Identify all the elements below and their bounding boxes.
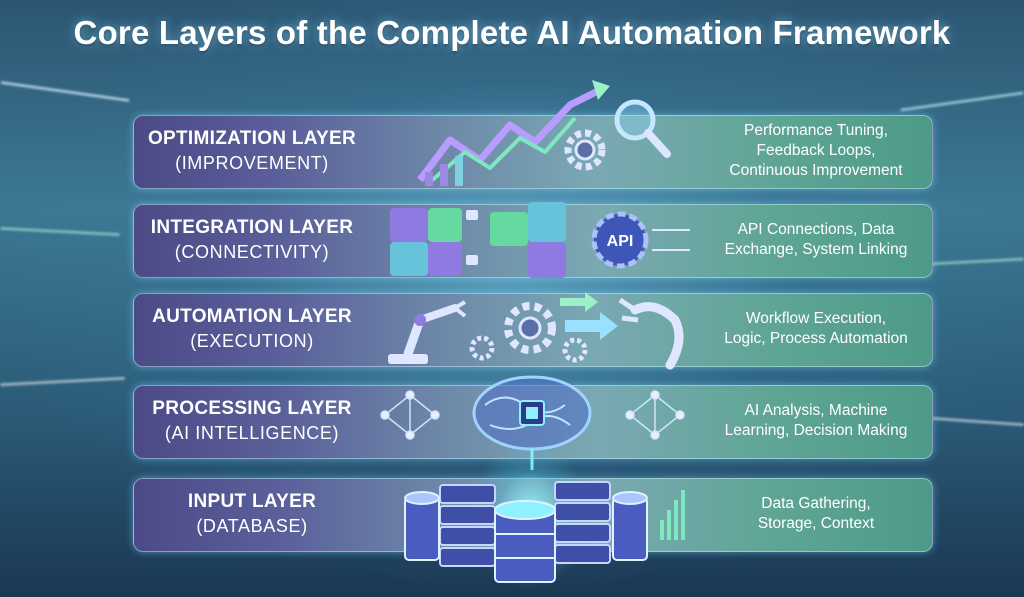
layer-subtitle: (EXECUTION) (190, 331, 314, 351)
desc-line: Feedback Loops, (756, 142, 876, 159)
desc-line: AI Analysis, Machine (744, 402, 888, 419)
lock-icon (466, 210, 478, 265)
integration-illustration: API (390, 202, 690, 278)
layer-label-input: INPUT LAYER (DATABASE) (133, 478, 371, 550)
magnifier-icon (614, 99, 671, 158)
desc-line: API Connections, Data (737, 221, 895, 238)
layer-subtitle: (CONNECTIVITY) (174, 242, 330, 262)
api-gear-icon: API (591, 211, 649, 269)
layer-name: AUTOMATION LAYER (152, 306, 352, 327)
layer-description: Workflow Execution, Logic, Process Autom… (696, 293, 936, 365)
layer-name: INTEGRATION LAYER (150, 217, 354, 238)
layer-label-automation: AUTOMATION LAYER (EXECUTION) (133, 293, 371, 365)
automation-illustration (388, 292, 684, 370)
desc-line: Storage, Context (757, 515, 875, 532)
layer-panel-optimization (133, 115, 933, 189)
robot-arm-icon (388, 300, 467, 364)
layer-subtitle: (DATABASE) (196, 516, 308, 536)
bar-graph-icon (660, 490, 685, 540)
layer-name: INPUT LAYER (187, 491, 317, 512)
input-illustration (404, 481, 685, 583)
page-title: Core Layers of the Complete AI Automatio… (73, 14, 951, 51)
server-stack-icon (439, 481, 611, 567)
desc-line: Logic, Process Automation (724, 330, 908, 347)
layer-label-integration: INTEGRATION LAYER (CONNECTIVITY) (133, 204, 371, 276)
arrow-right-icon (560, 292, 618, 340)
neural-network-icon (380, 390, 685, 440)
desc-line: Data Gathering, (761, 495, 871, 512)
gear-icon (504, 302, 556, 354)
desc-line: Continuous Improvement (729, 162, 903, 179)
puzzle-icon (390, 202, 566, 278)
layer-description: AI Analysis, Machine Learning, Decision … (696, 385, 936, 457)
layer-subtitle: (AI INTELLIGENCE) (164, 423, 340, 443)
layer-label-optimization: OPTIMIZATION LAYER (IMPROVEMENT) (133, 115, 371, 187)
layer-subtitle: (IMPROVEMENT) (175, 153, 329, 173)
desc-line: Workflow Execution, (745, 310, 887, 327)
processing-illustration (380, 375, 685, 470)
layer-description: Data Gathering, Storage, Context (696, 478, 936, 550)
brain-chip-icon (472, 375, 592, 470)
api-label: API (607, 233, 634, 250)
desc-line: Performance Tuning, (744, 122, 888, 139)
layer-description: Performance Tuning, Feedback Loops, Cont… (696, 115, 936, 187)
layer-name: OPTIMIZATION LAYER (147, 128, 357, 149)
desc-line: Learning, Decision Making (724, 422, 908, 439)
gear-icon (469, 335, 495, 361)
layer-name: PROCESSING LAYER (152, 398, 352, 419)
optimization-illustration (417, 80, 671, 186)
gear-icon (564, 129, 606, 171)
desc-line: Exchange, System Linking (724, 241, 908, 258)
database-icon (404, 491, 648, 583)
gear-icon (562, 337, 588, 363)
layer-description: API Connections, Data Exchange, System L… (696, 204, 936, 276)
robot-hand-icon (618, 297, 684, 370)
growth-chart-icon (417, 80, 610, 186)
layer-label-processing: PROCESSING LAYER (AI INTELLIGENCE) (133, 385, 371, 457)
